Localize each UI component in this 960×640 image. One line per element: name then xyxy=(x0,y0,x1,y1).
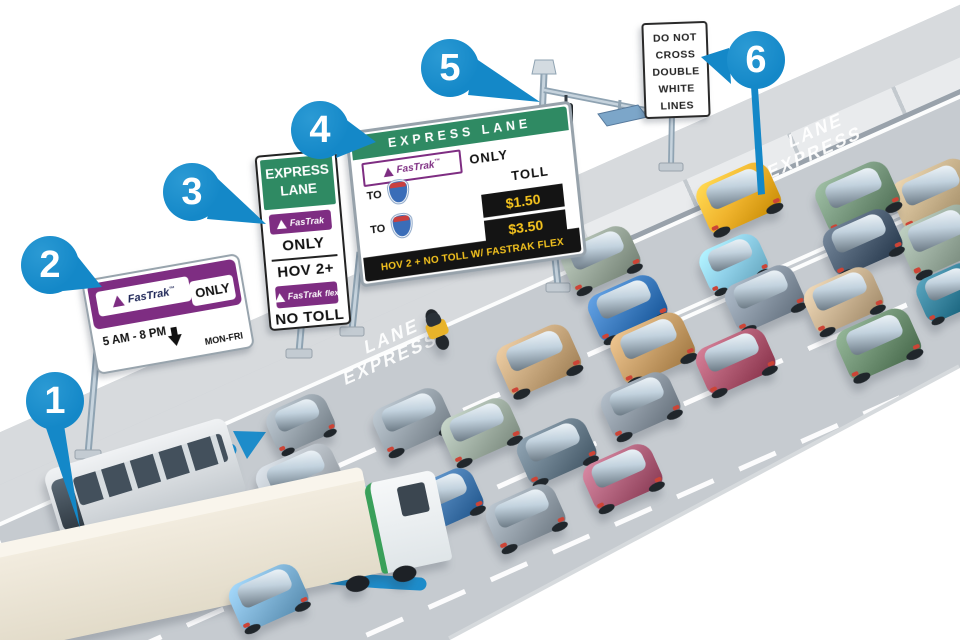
callout-5: 5 xyxy=(421,39,479,97)
callout-5-pointer xyxy=(468,58,540,102)
callout-6: 6 xyxy=(727,31,785,89)
callout-3: 3 xyxy=(163,163,221,221)
callout-1: 1 xyxy=(26,372,84,430)
callout-1-pointer xyxy=(46,425,80,528)
callout-2: 2 xyxy=(21,236,79,294)
sign-post xyxy=(658,111,684,172)
gantry-lamp xyxy=(531,59,557,75)
callout-3-pointer xyxy=(207,178,266,224)
callout-6-line xyxy=(751,86,765,195)
callout-4: 4 xyxy=(291,101,349,159)
callout-6-pointer xyxy=(701,48,731,84)
